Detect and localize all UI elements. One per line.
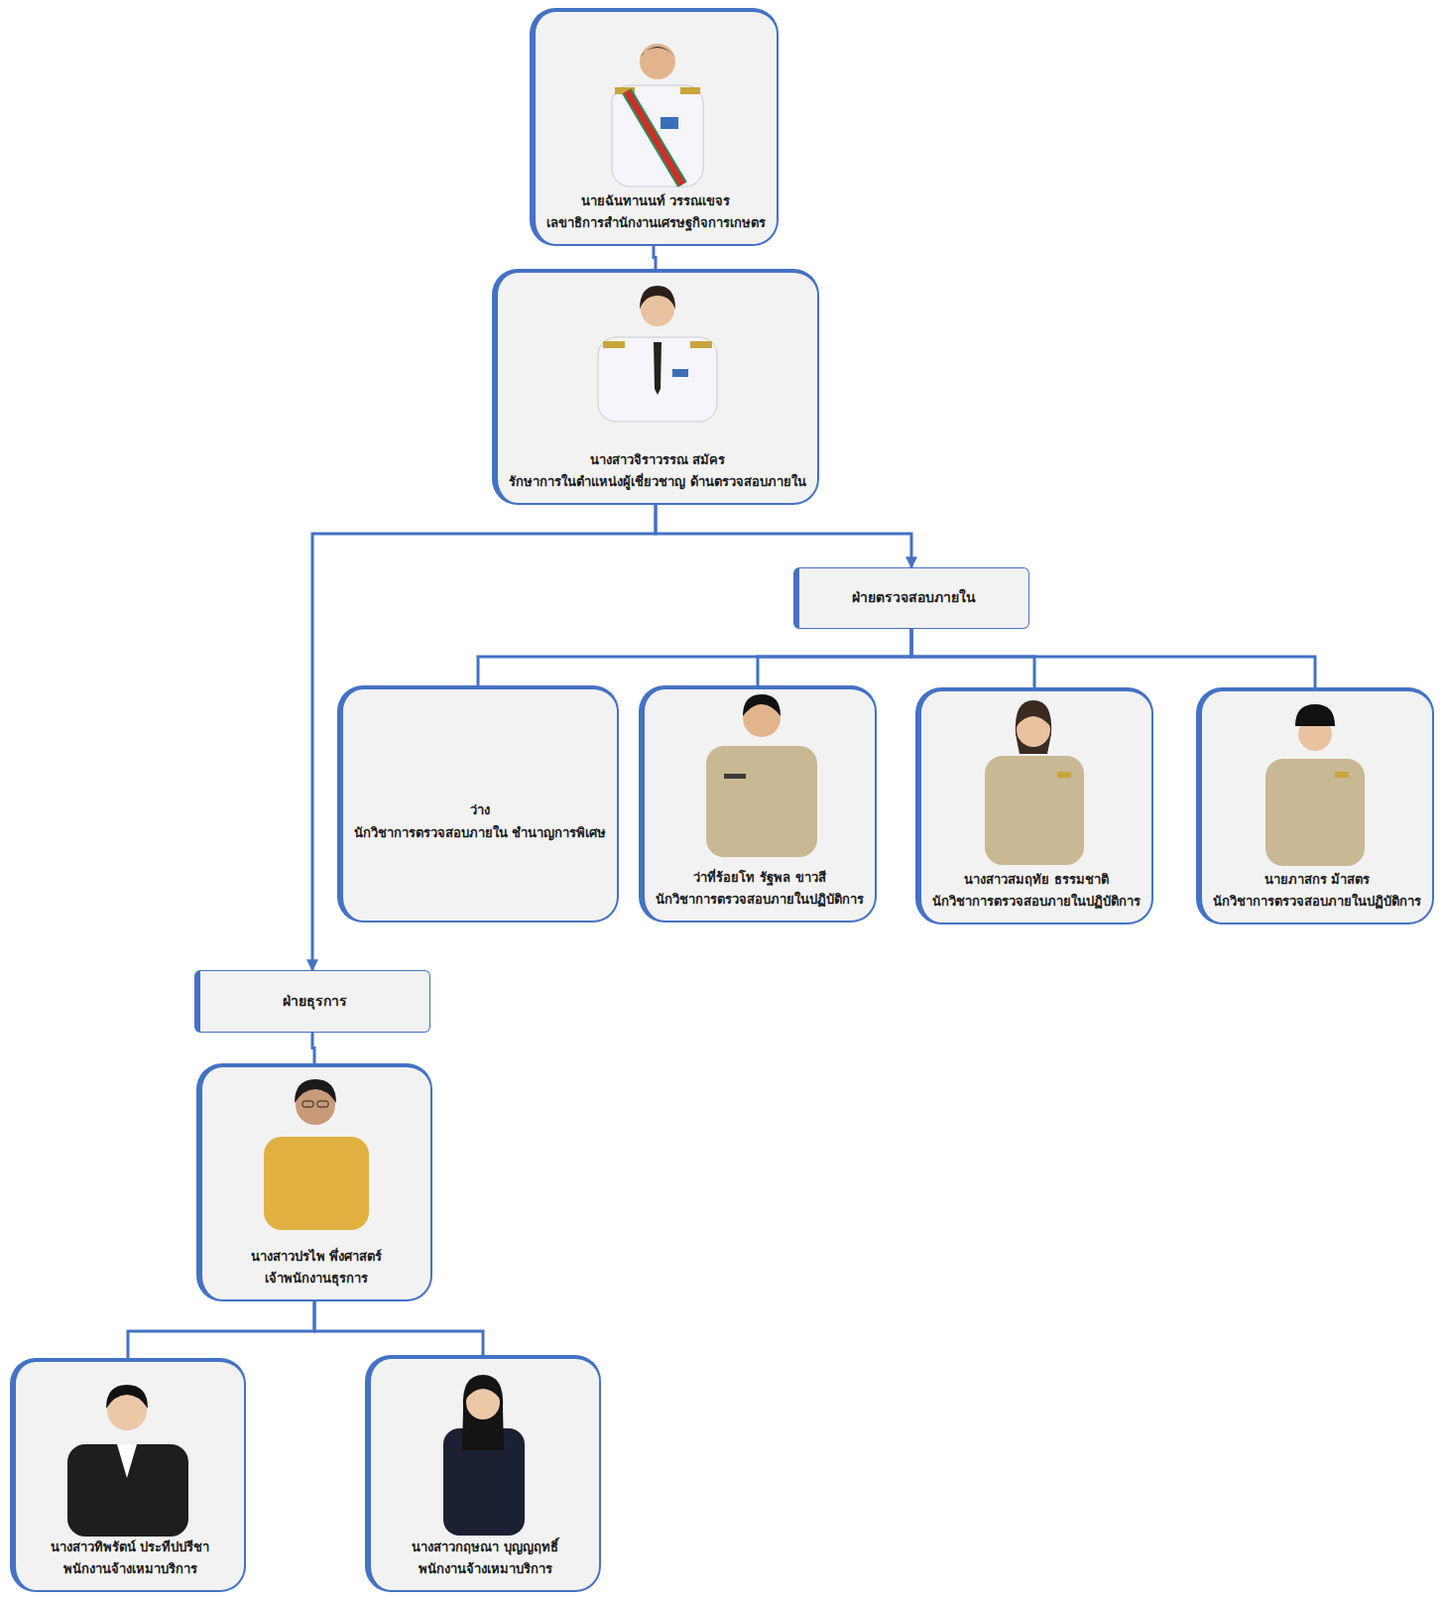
title-label: นักวิชาการตรวจสอบภายใน ชำนาญการพิเศษ <box>354 822 607 844</box>
position-box: ว่างนักวิชาการตรวจสอบภายใน ชำนาญการพิเศษ <box>337 685 620 923</box>
name-label: ว่าง <box>470 799 490 822</box>
title-label: นักวิชาการตรวจสอบภายในปฏิบัติการ <box>1212 890 1422 913</box>
title-label: นักวิชาการตรวจสอบภายในปฏิบัติการ <box>932 890 1141 913</box>
connector <box>911 628 1316 688</box>
connector <box>757 628 912 686</box>
portrait <box>611 43 704 187</box>
portrait <box>443 1374 525 1536</box>
position-box: นางสาวปรไพ พึ่งศาสตร์เจ้าพนักงานธุรการ <box>196 1063 433 1302</box>
title-label: พนักงานจ้างเหมาบริการ <box>63 1558 198 1580</box>
title-label: นักวิชาการตรวจสอบภายในปฏิบัติการ <box>655 888 864 911</box>
position-box: นายภาสกร ม้าสตรนักวิชาการตรวจสอบภายในปฏิ… <box>1196 687 1435 925</box>
name-label: นางสาวสมฤทัย ธรรมชาติ <box>963 868 1109 891</box>
title-label: พนักงานจ้างเหมาบริการ <box>418 1558 553 1580</box>
position-box: นางสาวจิราวรรณ สมัครรักษาการในตำแหน่งผู้… <box>491 268 820 505</box>
connector <box>314 1301 483 1355</box>
portrait <box>1265 704 1365 866</box>
name-label: นายฉันทานนท์ วรรณเขจร <box>581 190 731 213</box>
connector <box>312 1032 315 1064</box>
department-box: ฝ่ายตรวจสอบภายใน <box>793 567 1030 629</box>
connector <box>478 628 912 686</box>
name-label: นางสาวจิราวรรณ สมัคร <box>590 449 726 472</box>
portrait <box>598 285 718 422</box>
position-box: นางสาวสมฤทัย ธรรมชาตินักวิชาการตรวจสอบภา… <box>915 687 1154 925</box>
portrait <box>263 1079 369 1230</box>
connector <box>312 504 656 970</box>
title-label: รักษาการในตำแหน่งผู้เชี่ยวชาญ ด้านตรวจสอ… <box>508 471 807 493</box>
portrait <box>984 700 1084 865</box>
connector <box>653 245 656 269</box>
name-label: ว่าที่ร้อยโท รัฐพล ขาวสี <box>693 866 826 889</box>
name-label: นายภาสกร ม้าสตร <box>1264 868 1371 891</box>
connector <box>655 504 912 568</box>
portrait <box>67 1384 189 1537</box>
name-label: นางสาวปรไพ พึ่งศาสตร์ <box>250 1245 383 1268</box>
department-box: ฝ่ายธุรการ <box>194 969 431 1033</box>
position-box: นางสาวทิพรัตน์ ประทีปปรีชาพนักงานจ้างเหม… <box>9 1357 246 1592</box>
name-label: นางสาวทิพรัตน์ ประทีปปรีชา <box>50 1536 211 1559</box>
position-box: นายฉันทานนท์ วรรณเขจรเลขาธิการสำนักงานเศ… <box>529 7 779 246</box>
position-box: ว่าที่ร้อยโท รัฐพล ขาวสีนักวิชาการตรวจสอ… <box>638 685 877 923</box>
name-label: นางสาวกฤษณา บุญญฤทธิ์ <box>411 1536 559 1559</box>
title-label: เลขาธิการสำนักงานเศรษฐกิจการเกษตร <box>546 212 766 235</box>
position-box: นางสาวกฤษณา บุญญฤทธิ์พนักงานจ้างเหมาบริก… <box>364 1354 602 1592</box>
name-label: ฝ่ายธุรการ <box>282 989 348 1014</box>
name-label: ฝ่ายตรวจสอบภายใน <box>851 586 976 610</box>
connector <box>127 1301 315 1358</box>
title-label: เจ้าพนักงานธุรการ <box>264 1267 368 1290</box>
portrait <box>706 694 818 857</box>
